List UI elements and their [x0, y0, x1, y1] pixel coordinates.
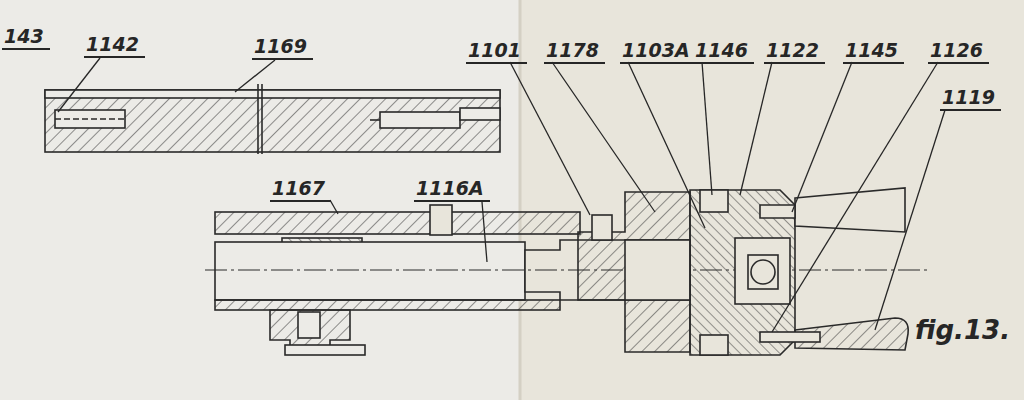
callout-number: 1119 — [940, 87, 1001, 111]
figure-label: fig.13. — [915, 316, 1010, 345]
callout-number: 1169 — [252, 36, 313, 60]
callout-number: 1145 — [843, 40, 904, 64]
callout-number: 1142 — [84, 34, 145, 58]
callout-number: 1178 — [544, 40, 605, 64]
callout-number: 1101 — [466, 40, 527, 64]
callout-number: 1103A — [620, 40, 696, 64]
callout-number: 1146 — [693, 40, 754, 64]
callout-number: 1167 — [270, 178, 331, 202]
callout-number: 1126 — [928, 40, 989, 64]
callout-number: 1122 — [764, 40, 825, 64]
callout-number: 143 — [2, 26, 50, 50]
callout-number: 1116A — [414, 178, 490, 202]
